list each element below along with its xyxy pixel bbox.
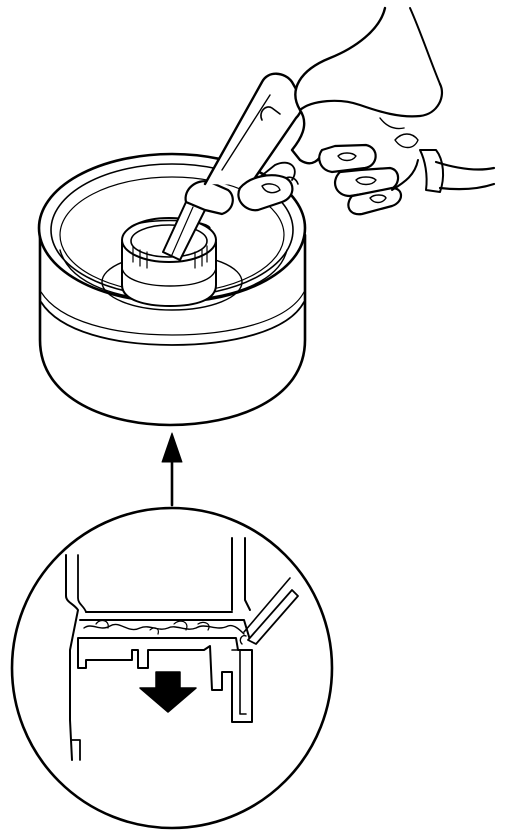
gloved-hand — [238, 8, 443, 214]
finger-3 — [348, 188, 401, 214]
thumb — [238, 175, 292, 210]
splined-hub — [122, 218, 216, 306]
drum-groove — [41, 302, 304, 345]
air-hose — [436, 162, 494, 189]
downward-arrow — [140, 672, 196, 712]
detail-nozzle — [248, 590, 298, 644]
fluid-squiggle — [84, 624, 244, 634]
connector-arrow-up — [162, 433, 182, 505]
air-blow-gun — [163, 74, 302, 260]
gun-handle — [205, 74, 302, 185]
cross-section-detail — [66, 538, 298, 760]
finger-1 — [319, 145, 375, 172]
detail-magnifier-circle — [12, 508, 332, 828]
hand-outline — [292, 8, 385, 163]
